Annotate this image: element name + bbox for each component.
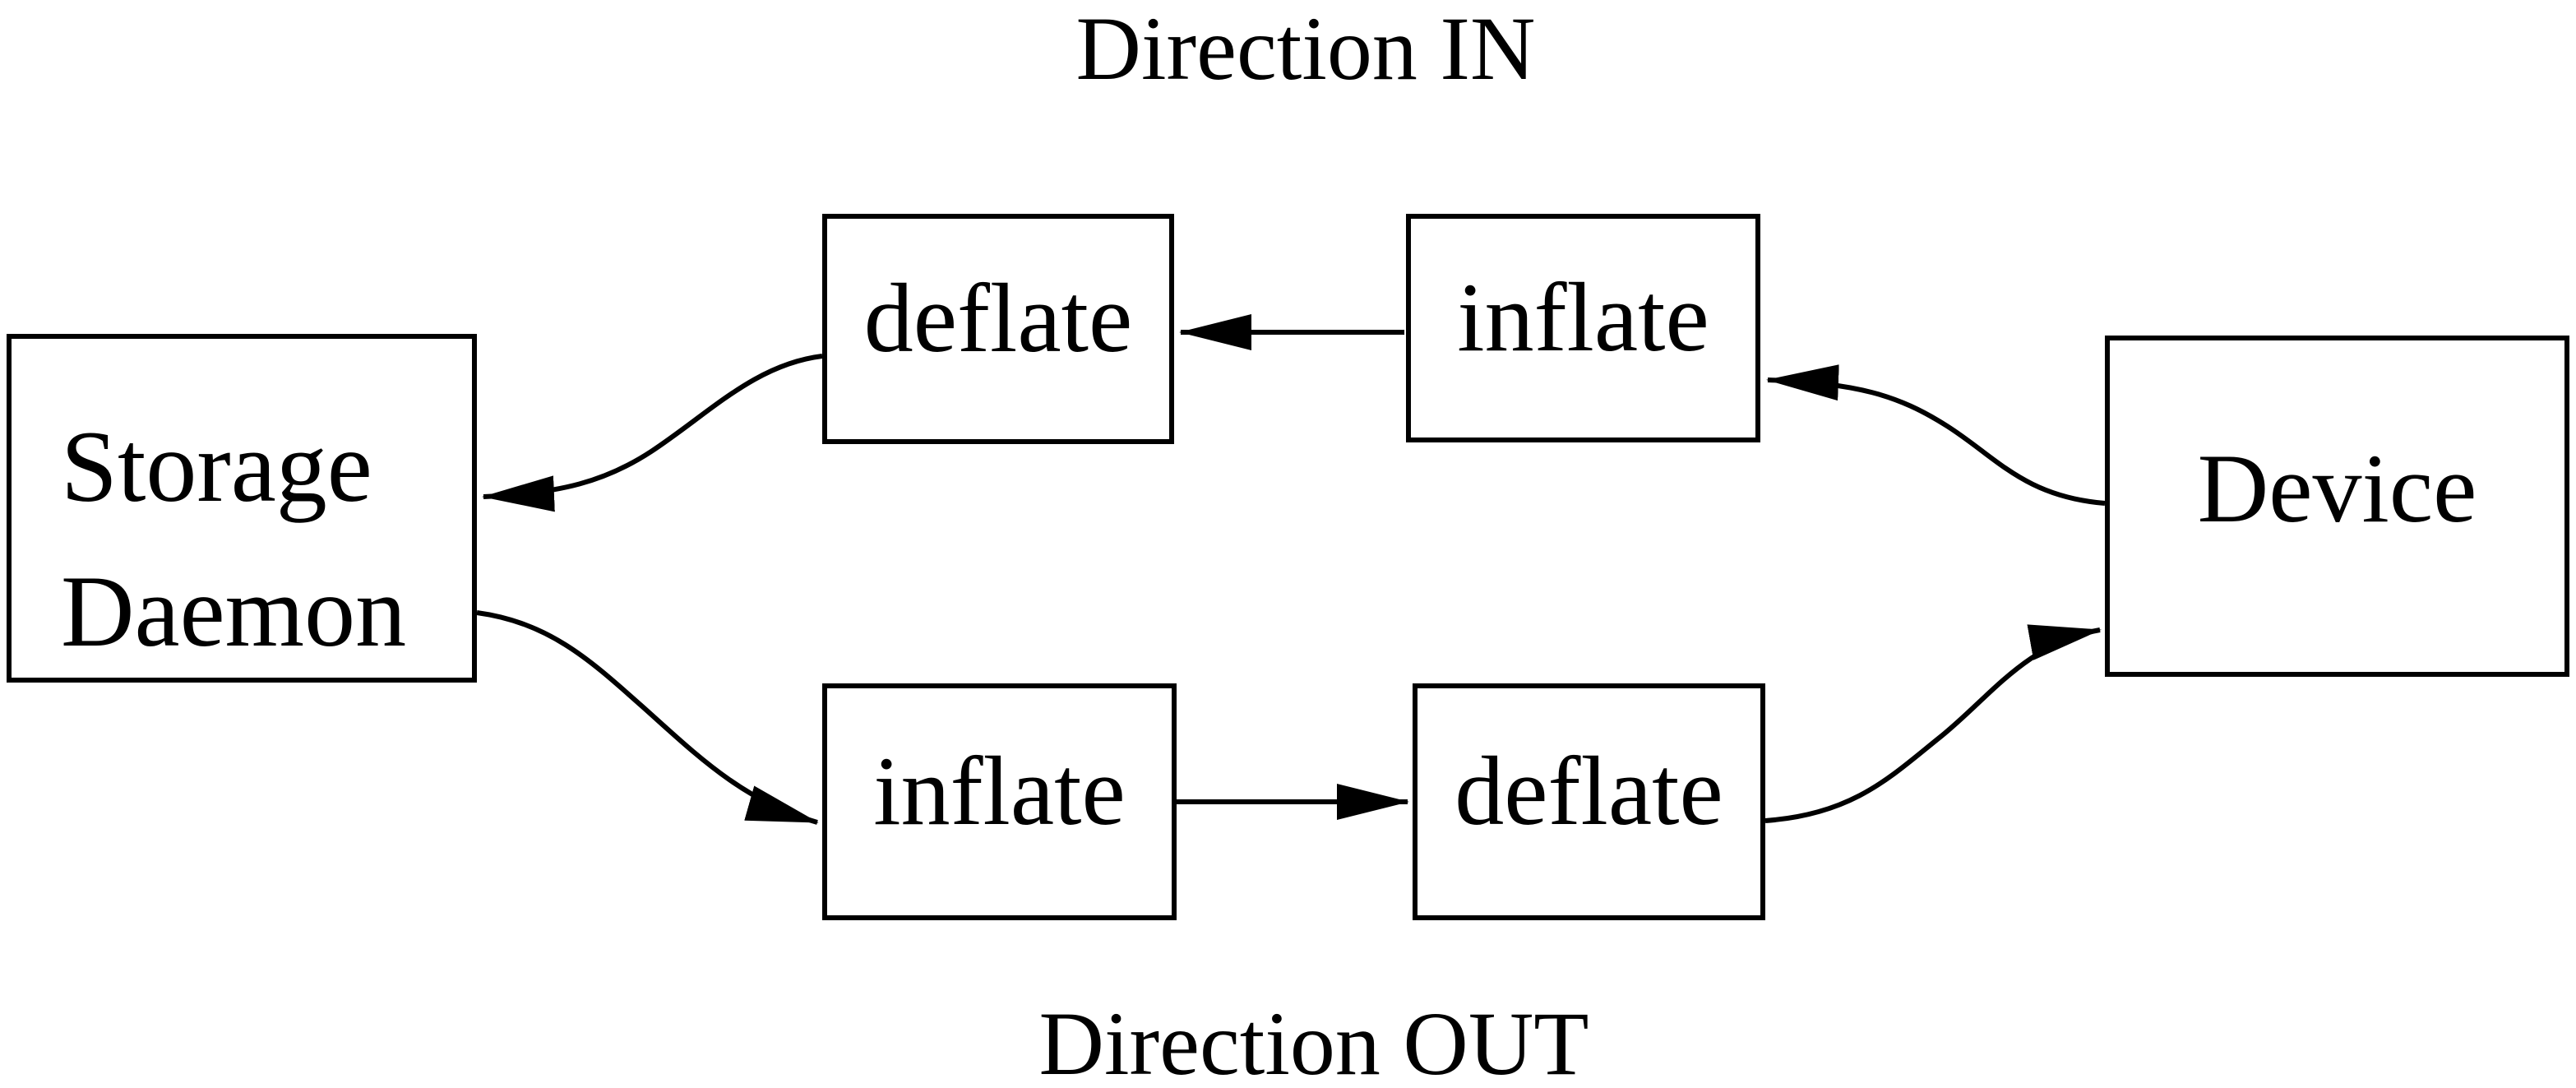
node-out-deflate: deflate <box>1413 683 1765 920</box>
edge-out-deflate-to-device-arrow <box>1764 624 2102 823</box>
title-direction-out: Direction OUT <box>1038 993 1589 1088</box>
storage-daemon-label-line1: Storage <box>61 410 372 523</box>
storage-daemon-label-line2: Daemon <box>61 555 407 668</box>
in-deflate-label: deflate <box>863 263 1133 373</box>
out-deflate-label: deflate <box>1454 736 1723 845</box>
edge-device-to-in-inflate-arrow <box>1766 364 2106 506</box>
in-inflate-label: inflate <box>1457 262 1709 372</box>
node-in-deflate: deflate <box>822 214 1174 444</box>
storage-daemon-label: Storage Daemon <box>61 395 406 684</box>
title-direction-in: Direction IN <box>1075 0 1536 99</box>
node-in-inflate: inflate <box>1406 214 1760 442</box>
edge-storage-daemon-to-out-inflate-arrow <box>476 610 819 825</box>
device-label: Device <box>2197 433 2477 543</box>
node-out-inflate: inflate <box>822 683 1177 920</box>
node-storage-daemon: Storage Daemon <box>7 334 477 683</box>
out-inflate-label: inflate <box>873 736 1126 845</box>
node-device: Device <box>2105 336 2569 677</box>
edge-in-deflate-to-storage-daemon-arrow <box>482 354 823 512</box>
